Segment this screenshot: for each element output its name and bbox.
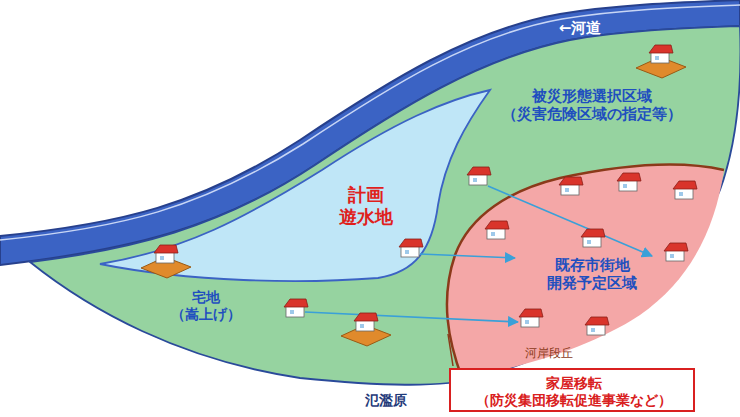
development-zone-outline [447,165,724,378]
lot-label: 宅地 （嵩上げ） [161,289,251,323]
house-icon [485,221,509,239]
house-wall [521,316,539,327]
house-wall [156,252,174,263]
relocation-arrow [488,186,652,256]
house-window [360,324,364,328]
house-window [655,56,659,60]
house-window [679,192,683,196]
house-wall [583,236,601,247]
house-roof [664,243,688,251]
house-icon [467,167,491,185]
house-wall [487,228,505,239]
floodplain-label: 氾濫原 [356,392,416,409]
house-roof [467,167,491,175]
house-roof [154,245,178,253]
house-wall [469,174,487,185]
leader-line [448,334,453,366]
house-window [623,184,627,188]
house-wall [651,52,669,63]
house-window [491,232,495,236]
house-roof [649,45,673,53]
house-icon [617,173,641,191]
terrace-edge [447,165,724,378]
relocation-arrow [420,254,515,258]
house-roof [399,239,423,247]
house-wall [561,184,579,195]
house-roof [284,299,308,307]
house-roof [519,309,543,317]
house-wall [587,324,605,335]
house-wall [401,246,419,257]
house-window [565,188,569,192]
region-label: 家屋移転 （防災集団移転促進事業など） [459,375,689,409]
region-label: 既存市街地 開発予定区域 [537,256,647,292]
house-window [290,310,294,314]
house-window [591,328,595,332]
house-wall [356,320,374,331]
river-highlight [0,5,740,240]
relocation-box: 家屋移転 （防災集団移転促進事業など） [449,368,695,412]
house-icon [399,239,423,257]
retention-basin-outline [100,90,490,281]
house-icon [559,177,583,195]
house-icon [519,309,543,327]
house-icon [585,317,609,335]
house-icon [673,181,697,199]
house-wall [666,250,684,261]
region-label: 計画 遊水地 [334,184,398,227]
house-wall [286,306,304,317]
terrace-label: 河岸段丘 [519,346,579,360]
house-roof [673,181,697,189]
house-icon [154,245,178,263]
house-window [525,320,529,324]
house-icon [354,313,378,331]
hazard-zone-outline [30,26,740,385]
house-window [405,250,409,254]
river-channel [0,0,740,265]
house-window [670,254,674,258]
house-wall [619,180,637,191]
house-roof [559,177,583,185]
river-label: ←河道 [545,19,615,37]
house-window [473,178,477,182]
house-roof [354,313,378,321]
house-roof [581,229,605,237]
relocation-arrow [305,312,518,322]
house-roof [585,317,609,325]
house-icon [664,243,688,261]
house-roof [485,221,509,229]
house-window [587,240,591,244]
house-icon [649,45,673,63]
region-label: 被災形態選択区域 （災害危険区域の指定等） [492,87,692,123]
house-roof [617,173,641,181]
house-wall [675,188,693,199]
house-icon [284,299,308,317]
house-icon [581,229,605,247]
house-window [160,256,164,260]
